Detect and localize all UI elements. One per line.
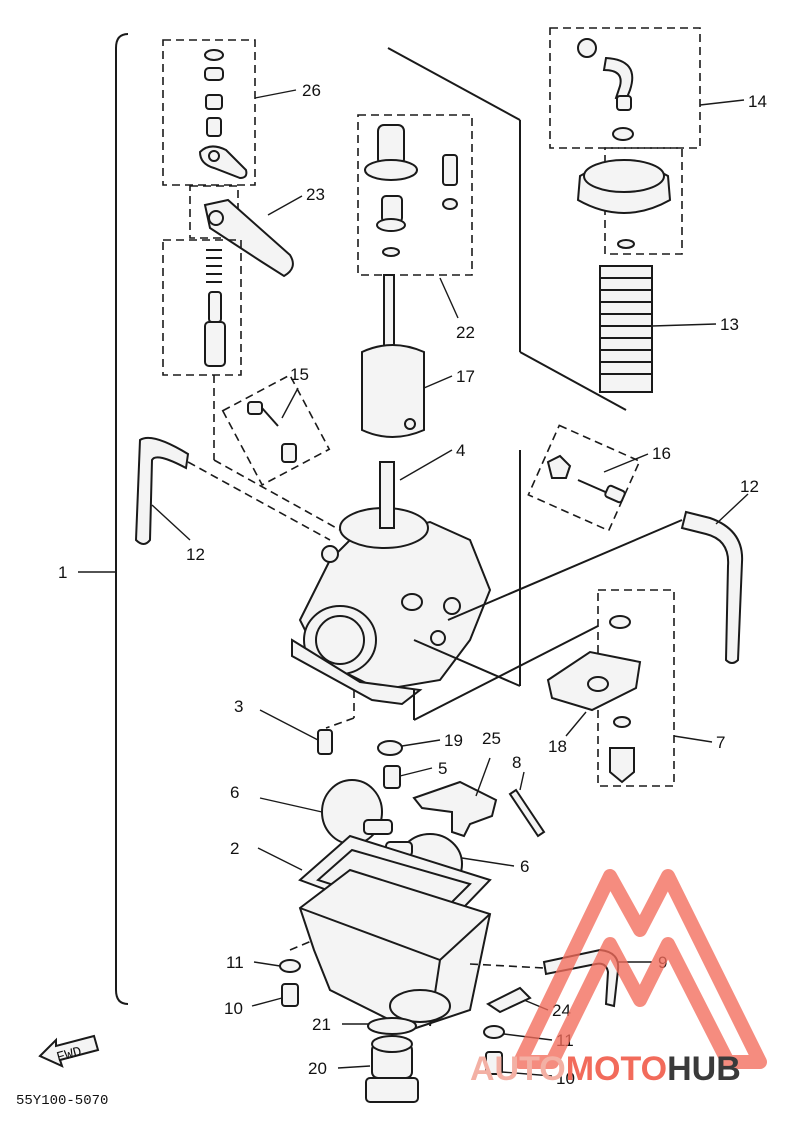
- assembly-bracket: [115, 33, 129, 1005]
- leader-13: [651, 323, 717, 327]
- rubber-boot: [599, 265, 653, 393]
- callout-19: 19: [444, 731, 463, 750]
- leader-16: [603, 453, 649, 473]
- float-bowl: [298, 868, 492, 1032]
- callout-7: 7: [716, 733, 725, 752]
- watermark-logo: [513, 869, 767, 1069]
- air-screw-parts: [247, 401, 297, 463]
- callout-10b: 10: [556, 1069, 575, 1088]
- callout-16: 16: [652, 444, 671, 463]
- callout-26: 26: [302, 81, 321, 100]
- screw-10a: [281, 983, 299, 1007]
- leader-6b: [461, 857, 515, 867]
- callout-1: 1: [58, 563, 67, 582]
- callout-6b: 6: [520, 857, 529, 876]
- callout-21: 21: [312, 1015, 331, 1034]
- leader-15: [281, 387, 299, 419]
- vent-cap-parts: [576, 38, 672, 249]
- pin-8: [508, 788, 546, 838]
- callout-3: 3: [234, 697, 243, 716]
- washer-19: [377, 740, 403, 756]
- o-ring-21: [367, 1017, 417, 1035]
- watermark-text: AUTOMOTOHUB: [470, 1050, 741, 1088]
- leader-7: [673, 735, 713, 743]
- leader-12a: [151, 504, 191, 541]
- callout-20: 20: [308, 1059, 327, 1078]
- starter-lever: [203, 198, 294, 278]
- leader-5: [399, 767, 433, 777]
- diagram-code: 55Y100-5070: [16, 1093, 108, 1109]
- drain-plug-20: [365, 1035, 419, 1103]
- plunger-box: [162, 239, 242, 376]
- callout-12b: 12: [740, 477, 759, 496]
- callout-11a: 11: [226, 953, 244, 972]
- vent-hose-right: [680, 510, 744, 664]
- callout-4: 4: [456, 441, 465, 460]
- callout-23: 23: [306, 185, 325, 204]
- leader-18: [565, 711, 587, 737]
- group-23-box: [189, 185, 239, 239]
- screw-3: [317, 729, 333, 755]
- starter-plunger: [204, 249, 226, 367]
- throttle-cap-parts: [364, 124, 458, 257]
- washer-11b: [483, 1025, 505, 1039]
- group-26-box: [162, 39, 256, 186]
- callout-14: 14: [748, 92, 767, 111]
- fwd-label: FWD: [55, 1044, 84, 1066]
- callout-2: 2: [230, 839, 239, 858]
- carburetor-body: [291, 461, 492, 706]
- leader-23: [267, 195, 303, 216]
- group-22-box: [357, 114, 473, 276]
- callout-5: 5: [438, 759, 447, 778]
- hose-clip-24: [486, 986, 532, 1014]
- callout-24: 24: [552, 1001, 571, 1020]
- callout-8: 8: [512, 753, 521, 772]
- jet-needle: [383, 274, 395, 356]
- leader-11a: [253, 961, 281, 967]
- jet-5: [383, 765, 401, 789]
- main-jet-parts: [546, 615, 642, 784]
- leader-17: [423, 375, 453, 389]
- leader-19: [401, 739, 441, 747]
- callout-17: 17: [456, 367, 475, 386]
- group-16-box: [527, 424, 641, 532]
- group-15-box: [221, 373, 331, 487]
- throttle-stop-screw-parts: [546, 454, 626, 504]
- leader-4: [399, 449, 453, 481]
- callout-6a: 6: [230, 783, 239, 802]
- throttle-stop: [379, 461, 395, 529]
- leader-10a: [251, 997, 283, 1007]
- leader-26: [254, 89, 297, 99]
- throttle-valve: [361, 344, 425, 438]
- leader-8: [519, 771, 525, 791]
- leader-14: [699, 99, 745, 106]
- leader-10b: [501, 1071, 553, 1077]
- callout-12a: 12: [186, 545, 205, 564]
- leader-25: [475, 757, 491, 797]
- leader-20: [337, 1065, 371, 1069]
- float-left: [321, 779, 393, 845]
- leader-6a: [259, 797, 323, 813]
- screw-10b: [485, 1051, 503, 1075]
- vent-hose-left: [134, 436, 190, 545]
- pilot-screw-parts: [198, 49, 248, 180]
- callout-15: 15: [290, 365, 309, 384]
- callout-22: 22: [456, 323, 475, 342]
- callout-13: 13: [720, 315, 739, 334]
- leader-22: [439, 277, 459, 319]
- callout-18: 18: [548, 737, 567, 756]
- leader-12b: [715, 493, 749, 525]
- float-arm-25: [412, 780, 498, 838]
- callout-25: 25: [482, 729, 501, 748]
- leader-3: [259, 709, 319, 741]
- washer-11a: [279, 959, 301, 973]
- leader-2: [257, 847, 303, 871]
- callout-10a: 10: [224, 999, 243, 1018]
- fwd-arrow-icon: [38, 1034, 100, 1068]
